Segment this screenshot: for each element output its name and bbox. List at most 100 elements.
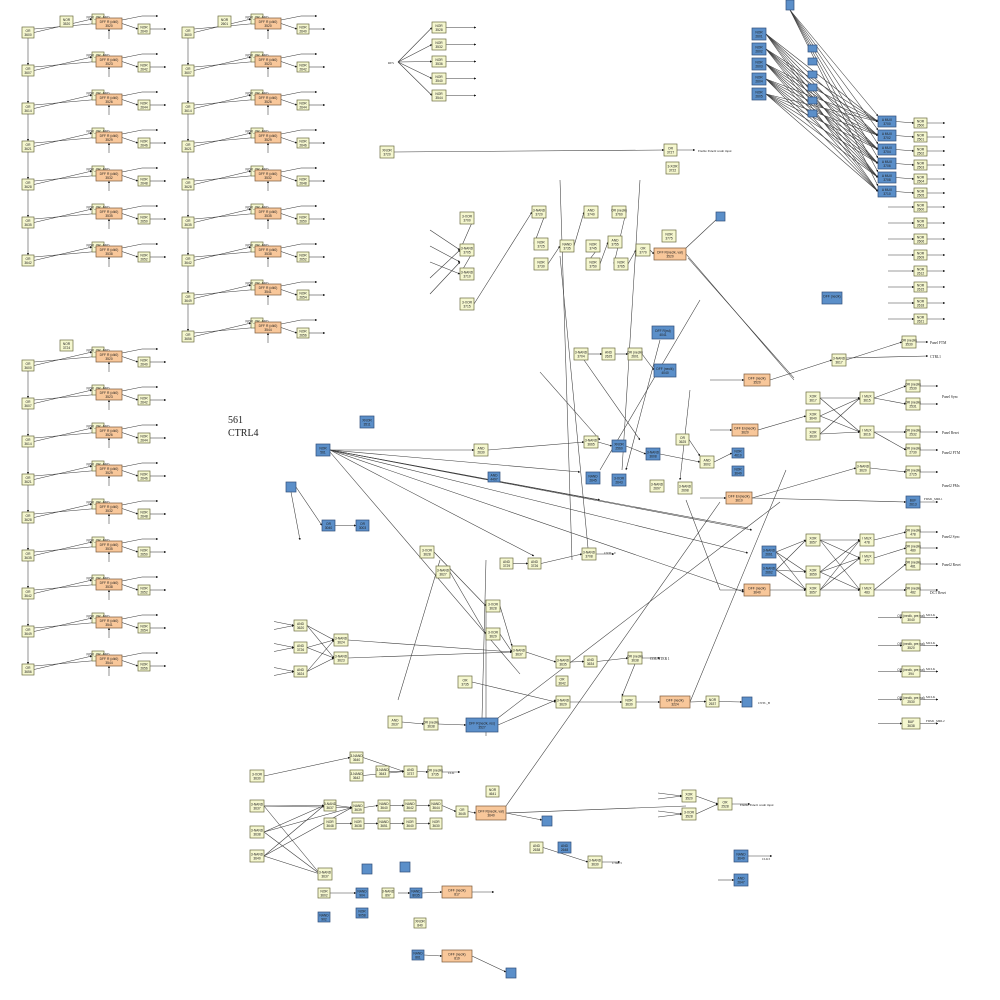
cell-type-label: NOR_OR_AND	[87, 653, 111, 657]
cell-box	[705, 695, 720, 708]
cell-box	[296, 137, 310, 149]
cell-box	[431, 89, 447, 102]
cell-box	[611, 205, 627, 219]
cell-box	[296, 289, 310, 301]
cell-id-label: 2725	[909, 473, 917, 477]
cell-type-label: DFF R (clk0)	[100, 429, 119, 433]
cell-id-label: 3642	[406, 806, 414, 810]
cell-id-label: 4610	[734, 454, 742, 458]
wire-layer	[26, 9, 946, 973]
cell-type-label: NAND	[431, 802, 441, 806]
cell-box	[95, 654, 123, 667]
cell-type-label: DFF R (clk0)	[259, 248, 278, 252]
cell-id-label: 3602	[320, 894, 328, 898]
wire	[789, 9, 879, 187]
cell-id-label: 3649	[737, 857, 745, 861]
cell-type-label: DFF R (clk0)	[100, 467, 119, 471]
wire	[329, 449, 749, 554]
cell-type-label: OR	[460, 808, 466, 812]
cell-id-label: 3640	[353, 758, 361, 762]
wire	[121, 470, 139, 477]
wire	[765, 48, 879, 192]
cell-box	[905, 557, 921, 571]
flip-flop-cell: DFF R (clk0)3526	[254, 93, 282, 106]
cell-id-label: 3532	[105, 176, 113, 180]
wire	[33, 56, 93, 71]
wire	[467, 811, 477, 814]
cell-id-label: 2697	[653, 487, 661, 491]
wire	[765, 63, 879, 136]
cell-type-label: AND	[531, 560, 539, 564]
wire	[873, 563, 907, 591]
cell-id-label: 3523	[105, 395, 113, 399]
wire	[33, 213, 97, 220]
cell-box	[21, 64, 35, 77]
flip-flop-cell: DFF R(neclk, val)3520	[653, 247, 687, 261]
wire	[687, 257, 795, 379]
cell-type-label: OR	[26, 362, 32, 366]
cell-type-label: I MUX	[862, 537, 872, 541]
cell-type-label: NOR	[221, 18, 229, 22]
cell-type-label: 3-NAND	[679, 485, 692, 489]
cell-type-label: OR	[186, 257, 192, 261]
cell-id-label: 2698	[681, 489, 689, 493]
cell-box	[877, 129, 897, 142]
logic-gate-cell: OR (neclk, pre,val)3040	[897, 611, 925, 624]
wire	[263, 855, 321, 875]
net-label: Panel2 PMx	[942, 484, 960, 488]
net-label: DCT Reset	[930, 591, 946, 595]
cell-box	[529, 841, 544, 854]
wire	[33, 137, 97, 144]
cell-type-label: A MUX	[882, 118, 893, 122]
cell-box	[254, 283, 282, 296]
cell-id-label: 3607	[24, 404, 32, 408]
wire	[718, 700, 743, 704]
wire	[819, 431, 861, 435]
cell-box	[651, 325, 675, 340]
wire	[429, 261, 461, 295]
cell-box	[181, 330, 195, 343]
wire	[751, 467, 857, 499]
wire	[306, 625, 335, 659]
wire	[689, 469, 787, 703]
cell-box	[181, 140, 195, 153]
cell-type-label: 3-NAND	[575, 351, 588, 355]
wire	[789, 9, 879, 131]
cell-id-label: 4040	[661, 371, 669, 375]
cell-id-label: 3643	[379, 772, 387, 776]
wire	[895, 121, 915, 124]
cell-id-label: 3536	[435, 62, 443, 66]
cell-id-label: 3640	[487, 814, 495, 818]
cell-type-label: DFF R (clk0)	[259, 324, 278, 328]
flip-flop-cell: DFF R (clk0)3532	[95, 169, 123, 182]
cell-id-label: 2652	[140, 258, 148, 262]
cell-type-label: 3-NAND	[335, 637, 348, 641]
cell-id-label: 897	[385, 894, 391, 898]
cell-box	[137, 470, 151, 482]
cell-box	[717, 797, 733, 811]
wire	[121, 614, 143, 620]
cell-type-label: 3-NAND	[651, 483, 664, 487]
wire	[121, 356, 139, 363]
cell-id-label: 3630	[432, 824, 440, 828]
wire	[280, 53, 302, 59]
cell-type-label: BUF	[908, 720, 915, 724]
cell-type-label: OR	[680, 436, 686, 440]
cell-box	[254, 17, 282, 30]
cell-box	[877, 143, 897, 156]
cell-id-label: 3642	[558, 682, 566, 686]
